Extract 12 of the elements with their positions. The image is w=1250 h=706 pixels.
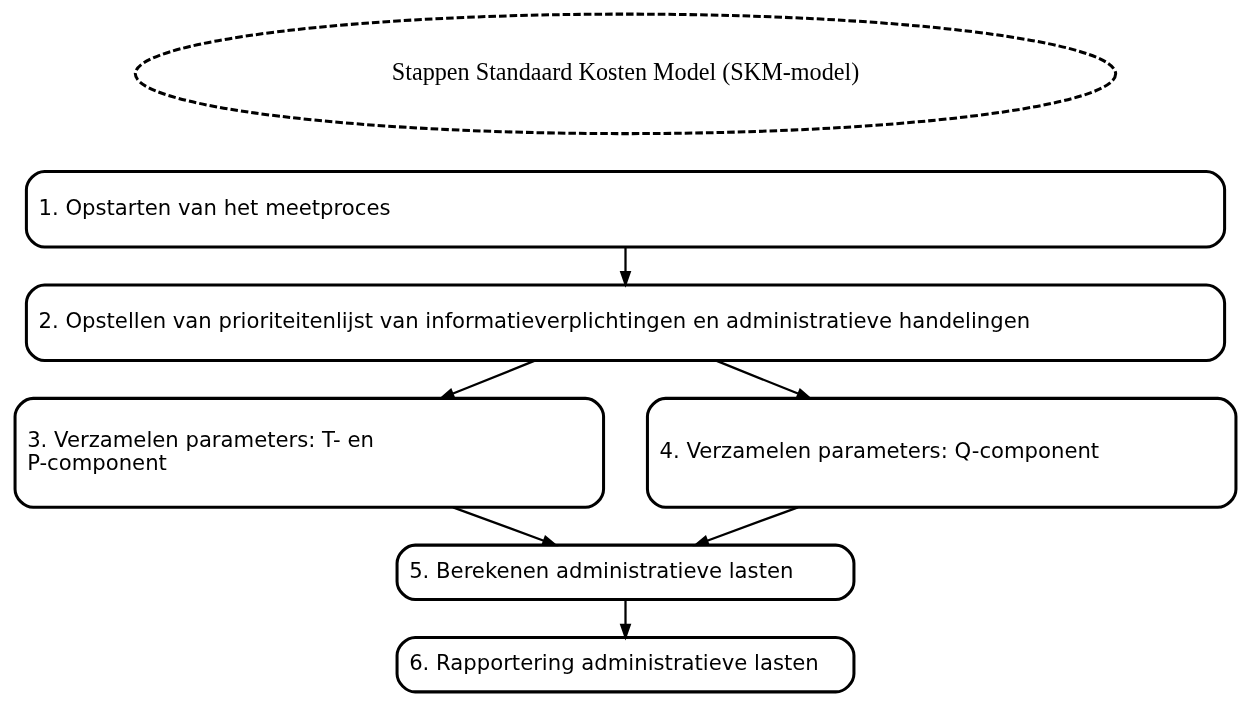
node-ellipse: Stappen Standaard Kosten Model (SKM-model) [133, 12, 1117, 136]
arrow [715, 359, 813, 400]
node-box: 2. Opstellen van prioriteitenlijst van informatieverplichtingen en administratieve handelingen [24, 283, 1226, 363]
node-box: 1. Opstarten van het meetproces [24, 169, 1226, 249]
node-box: 6. Rapportering administratieve lasten [395, 635, 855, 694]
arrow [452, 506, 559, 547]
arrow [619, 247, 631, 288]
arrow [619, 599, 631, 641]
node-box: 4. Verzamelen parameters: Q-component [645, 396, 1237, 509]
node-box: 3. Verzamelen parameters: T- en P-component [13, 396, 605, 509]
node-box: 5. Berekenen administratieve lasten [395, 543, 855, 602]
arrow [691, 506, 798, 547]
